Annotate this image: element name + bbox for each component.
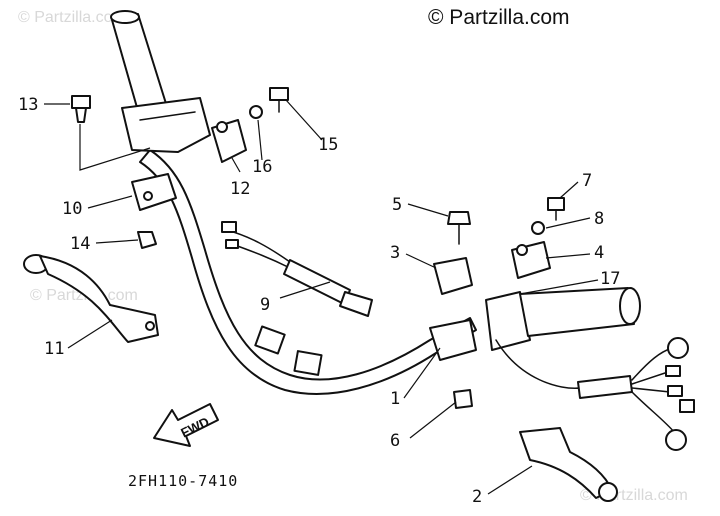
callout-14: 14 [70,234,90,254]
washer-8 [531,221,545,235]
callout-8: 8 [594,209,604,229]
brake-lever-2 [519,427,618,502]
watermark-faint-top-left: © Partzilla.com [18,9,126,26]
callout-10: 10 [62,199,82,219]
callout-9: 9 [260,295,270,315]
left-holder [211,119,247,163]
nut-14 [137,231,157,249]
callout-5: 5 [392,195,402,215]
throttle-grip-17 [485,287,641,389]
bolt-13 [71,95,91,123]
switch-3 [433,257,473,295]
callout-16: 16 [252,157,272,177]
diagram-code: 2FH110-7410 [128,472,238,490]
callout-2: 2 [472,487,482,507]
callout-12: 12 [230,179,250,199]
watermark-main: © Partzilla.com [428,6,570,29]
screw-15 [269,87,289,113]
callout-17: 17 [600,269,620,289]
clutch-lever-11 [23,254,159,343]
callout-4: 4 [594,243,604,263]
starter-switch-bracket-1 [429,319,477,361]
lever-bracket-10 [131,173,177,211]
left-grip [110,10,211,153]
screw-7 [547,197,565,221]
forward-arrow-icon: FWD [153,403,219,447]
callout-11: 11 [44,339,64,359]
washer-16 [249,105,263,119]
nut-6 [453,389,473,409]
switch-cable-9 [221,221,373,317]
wiring-harness [577,337,695,451]
callout-6: 6 [390,431,400,451]
callout-7: 7 [582,171,592,191]
callout-3: 3 [390,243,400,263]
callout-13: 13 [18,95,38,115]
screw-5 [447,211,471,245]
holder-4 [511,241,551,279]
callout-15: 15 [318,135,338,155]
callout-1: 1 [390,389,400,409]
